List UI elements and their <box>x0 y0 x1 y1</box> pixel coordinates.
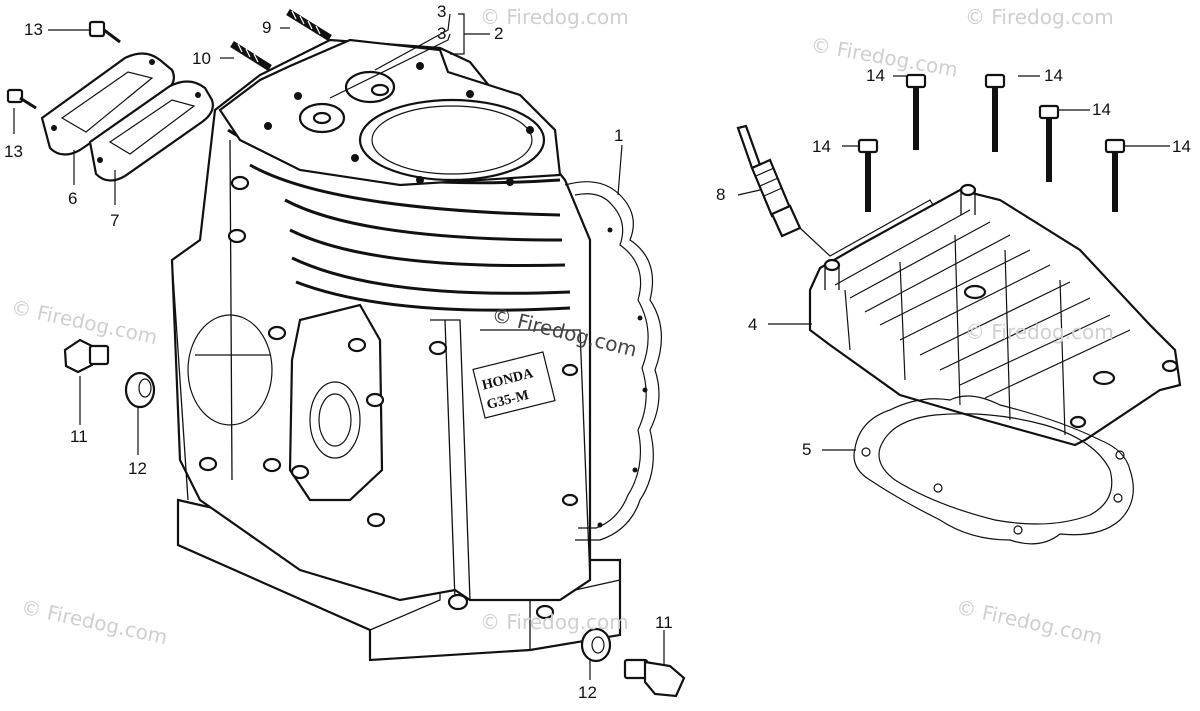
bolt-13-left <box>6 88 37 110</box>
callout-5: 5 <box>802 440 812 459</box>
cylinder-head <box>808 183 1182 447</box>
callout-1: 1 <box>614 126 624 145</box>
watermark: © Firedog.com <box>965 320 1114 344</box>
washer-bottom <box>580 627 612 663</box>
callout-14-d: 14 <box>812 137 831 156</box>
callout-6: 6 <box>68 189 78 208</box>
stud-10 <box>230 41 272 71</box>
callout-10: 10 <box>192 49 211 68</box>
callout-12-left: 12 <box>128 459 147 478</box>
bolts-14 <box>857 73 1126 212</box>
watermark: © Firedog.com <box>480 5 629 29</box>
stud-9 <box>286 9 332 41</box>
port-gaskets <box>40 52 214 182</box>
callout-14-a: 14 <box>866 66 885 85</box>
spark-plug <box>736 124 986 291</box>
callout-11-left: 11 <box>70 427 88 446</box>
callout-14-c: 14 <box>1092 100 1111 119</box>
callout-9: 9 <box>262 18 272 37</box>
callout-11-bottom: 11 <box>655 613 673 632</box>
watermark: © Firedog.com <box>965 5 1114 29</box>
cylinder-block: HONDA G35-M <box>170 38 622 662</box>
leader-lines <box>13 13 1170 680</box>
callout-2: 2 <box>494 24 504 43</box>
callout-8: 8 <box>716 185 726 204</box>
side-gasket <box>564 181 663 541</box>
drain-bolt-bottom <box>623 658 686 698</box>
watermark: © Firedog.com <box>480 610 629 634</box>
callout-13-left: 13 <box>4 142 23 161</box>
callout-3-lower: 3 <box>437 24 447 43</box>
callout-14-b: 14 <box>1044 66 1063 85</box>
washer-left <box>124 371 156 409</box>
drain-bolt-left <box>63 338 110 374</box>
callout-13-top: 13 <box>24 20 43 39</box>
bolt-13-top <box>88 20 121 44</box>
callout-14-e: 14 <box>1172 137 1191 156</box>
callout-7: 7 <box>110 211 120 230</box>
callout-12-bottom: 12 <box>578 683 597 702</box>
callout-3-upper: 3 <box>437 2 447 21</box>
head-gasket <box>853 395 1134 545</box>
callout-4: 4 <box>748 315 758 334</box>
